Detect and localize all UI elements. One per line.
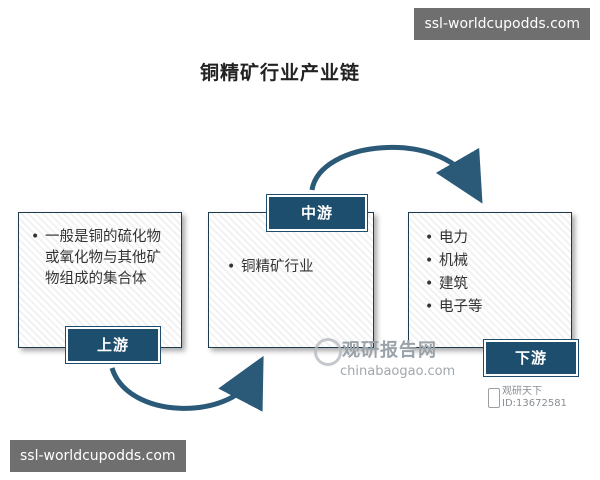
signature: 观研天下 ID:13672581 bbox=[502, 386, 567, 410]
midstream-tag: 中游 bbox=[267, 195, 367, 231]
downstream-item: 电子等 bbox=[423, 296, 563, 319]
downstream-item: 建筑 bbox=[423, 273, 563, 296]
overlay-banner-top[interactable]: ssl-worldcupodds.com bbox=[414, 8, 590, 40]
arrow-mid-to-down bbox=[309, 145, 483, 204]
upstream-item: 一般是铜的硫化物或氧化物与其他矿物组成的集合体 bbox=[29, 227, 173, 290]
watermark-logo-icon bbox=[314, 338, 342, 366]
midstream-list: 铜精矿行业 bbox=[225, 257, 365, 278]
downstream-item: 电力 bbox=[423, 227, 563, 250]
diagram-title: 铜精矿行业产业链 bbox=[199, 62, 360, 84]
watermark-name: 观研报告网 bbox=[342, 340, 437, 361]
downstream-panel: 电力 机械 建筑 电子等 bbox=[408, 212, 572, 348]
midstream-item: 铜精矿行业 bbox=[225, 257, 365, 278]
signature-line1: 观研天下 bbox=[502, 386, 542, 397]
overlay-banner-bottom[interactable]: ssl-worldcupodds.com bbox=[10, 440, 186, 472]
signature-line2: ID:13672581 bbox=[502, 398, 567, 409]
downstream-list: 电力 机械 建筑 电子等 bbox=[423, 227, 563, 319]
signature-icon bbox=[488, 388, 500, 408]
upstream-panel: 一般是铜的硫化物或氧化物与其他矿物组成的集合体 bbox=[18, 212, 182, 348]
midstream-panel: 铜精矿行业 bbox=[208, 212, 374, 348]
watermark-domain: chinabaogao.com bbox=[340, 364, 456, 379]
upstream-list: 一般是铜的硫化物或氧化物与其他矿物组成的集合体 bbox=[29, 227, 173, 290]
arrow-up-to-mid bbox=[109, 355, 264, 412]
downstream-tag: 下游 bbox=[484, 340, 578, 376]
upstream-tag: 上游 bbox=[66, 327, 160, 363]
downstream-item: 机械 bbox=[423, 250, 563, 273]
